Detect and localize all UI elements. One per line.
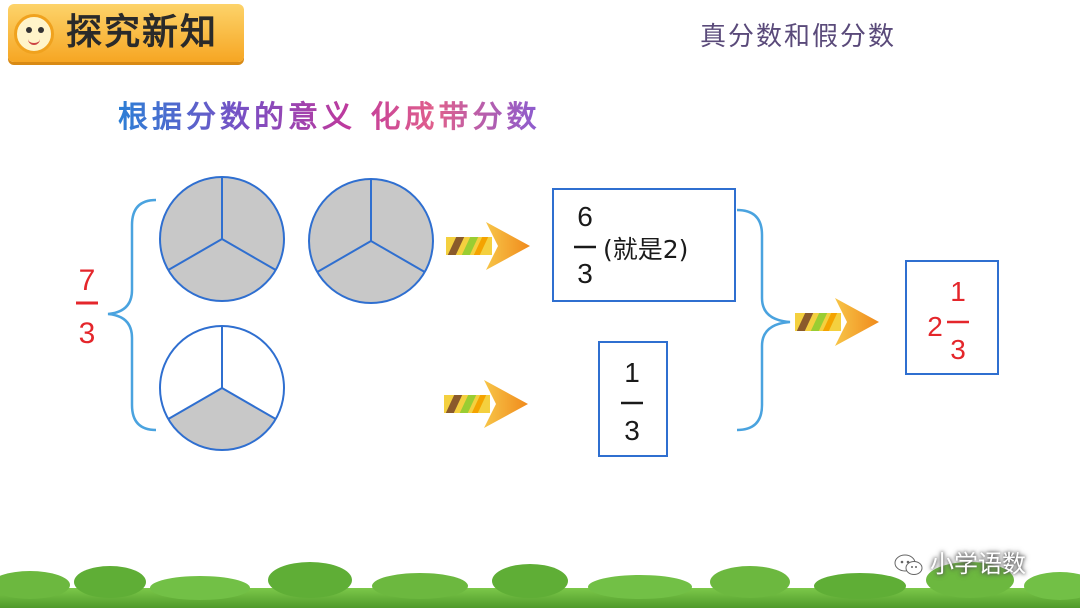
- top-box-note: (就是2): [603, 235, 688, 264]
- fraction-circle: [309, 179, 433, 303]
- circles-group: [160, 177, 433, 450]
- left-brace: [108, 200, 156, 430]
- bottom-box-denominator: 3: [624, 415, 640, 446]
- left-fraction-numerator: 7: [79, 264, 96, 297]
- fraction-circle: [160, 326, 284, 450]
- top-box: 6 3 (就是2): [553, 189, 735, 301]
- watermark-text: 小学语数: [930, 550, 1026, 578]
- result-whole: 2: [927, 311, 943, 342]
- wechat-icon: [894, 553, 924, 577]
- watermark: 小学语数: [894, 544, 1026, 579]
- result-numerator: 1: [950, 276, 966, 307]
- right-brace: [737, 210, 790, 430]
- arrow-to-top-box: [446, 222, 530, 270]
- bottom-box: 1 3: [599, 342, 667, 456]
- left-fraction: 7 3: [76, 264, 98, 350]
- top-box-numerator: 6: [577, 201, 593, 232]
- arrow-to-result: [795, 298, 879, 346]
- result-denominator: 3: [950, 334, 966, 365]
- result-box: 2 1 3: [906, 261, 998, 374]
- bottom-box-numerator: 1: [624, 357, 640, 388]
- fraction-circle: [160, 177, 284, 301]
- top-box-denominator: 3: [577, 258, 593, 289]
- arrow-to-bottom-box: [444, 380, 528, 428]
- left-fraction-denominator: 3: [79, 317, 96, 350]
